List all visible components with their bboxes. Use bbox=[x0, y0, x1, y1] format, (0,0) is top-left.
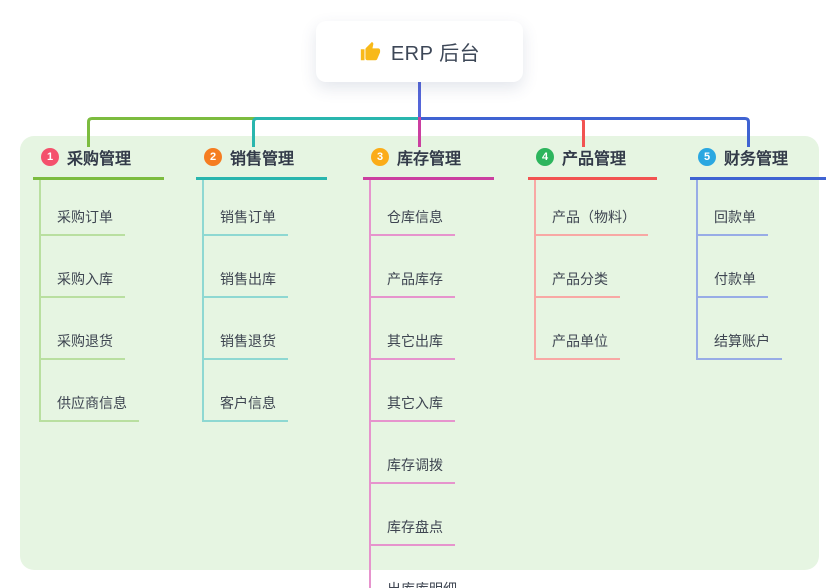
child-node[interactable]: 库存调拨 bbox=[371, 422, 455, 484]
branch-label: 采购管理 bbox=[67, 151, 132, 168]
branch-number-badge: 4 bbox=[536, 148, 554, 166]
root-label: ERP 后台 bbox=[390, 43, 481, 65]
child-node[interactable]: 其它出库 bbox=[371, 298, 455, 360]
branch-children-finance: 回款单 付款单 结算账户 bbox=[696, 180, 782, 360]
branch-sales: 2 销售管理 销售订单 销售出库 销售退货 客户信息 bbox=[196, 145, 327, 422]
child-node[interactable]: 客户信息 bbox=[204, 360, 288, 422]
branch-product: 4 产品管理 产品（物料） 产品分类 产品单位 bbox=[528, 145, 657, 360]
child-node[interactable]: 出库库明细 bbox=[371, 546, 469, 588]
child-node[interactable]: 供应商信息 bbox=[41, 360, 139, 422]
branch-number-badge: 5 bbox=[698, 148, 716, 166]
child-node[interactable]: 其它入库 bbox=[371, 360, 455, 422]
branch-purchase: 1 采购管理 采购订单 采购入库 采购退货 供应商信息 bbox=[33, 145, 164, 422]
branch-title-inventory[interactable]: 3 库存管理 bbox=[363, 145, 494, 180]
child-node[interactable]: 销售订单 bbox=[204, 180, 288, 236]
child-node[interactable]: 销售退货 bbox=[204, 298, 288, 360]
branch-inventory: 3 库存管理 仓库信息 产品库存 其它出库 其它入库 库存调拨 库存盘点 出库库… bbox=[363, 145, 494, 588]
child-node[interactable]: 采购入库 bbox=[41, 236, 125, 298]
child-node[interactable]: 付款单 bbox=[698, 236, 768, 298]
child-node[interactable]: 回款单 bbox=[698, 180, 768, 236]
branch-title-purchase[interactable]: 1 采购管理 bbox=[33, 145, 164, 180]
branch-label: 库存管理 bbox=[397, 151, 462, 168]
child-node[interactable]: 采购订单 bbox=[41, 180, 125, 236]
child-node[interactable]: 仓库信息 bbox=[371, 180, 455, 236]
branch-number-badge: 3 bbox=[371, 148, 389, 166]
branch-title-sales[interactable]: 2 销售管理 bbox=[196, 145, 327, 180]
child-node[interactable]: 产品单位 bbox=[536, 298, 620, 360]
branch-children-inventory: 仓库信息 产品库存 其它出库 其它入库 库存调拨 库存盘点 出库库明细 bbox=[369, 180, 469, 588]
branches-background-panel bbox=[20, 136, 819, 570]
child-node[interactable]: 结算账户 bbox=[698, 298, 782, 360]
branch-label: 销售管理 bbox=[230, 151, 295, 168]
child-node[interactable]: 销售出库 bbox=[204, 236, 288, 298]
branch-children-purchase: 采购订单 采购入库 采购退货 供应商信息 bbox=[39, 180, 139, 422]
child-node[interactable]: 产品库存 bbox=[371, 236, 455, 298]
branch-title-product[interactable]: 4 产品管理 bbox=[528, 145, 657, 180]
child-node[interactable]: 采购退货 bbox=[41, 298, 125, 360]
branch-children-sales: 销售订单 销售出库 销售退货 客户信息 bbox=[202, 180, 288, 422]
branch-finance: 5 财务管理 回款单 付款单 结算账户 bbox=[690, 145, 826, 360]
child-node[interactable]: 库存盘点 bbox=[371, 484, 455, 546]
root-node[interactable]: ERP 后台 bbox=[316, 21, 523, 82]
child-node[interactable]: 产品（物料） bbox=[536, 180, 648, 236]
branch-number-badge: 2 bbox=[204, 148, 222, 166]
child-node[interactable]: 产品分类 bbox=[536, 236, 620, 298]
branch-number-badge: 1 bbox=[41, 148, 59, 166]
branch-label: 财务管理 bbox=[724, 151, 789, 168]
thumbs-up-icon bbox=[359, 41, 381, 63]
branch-title-finance[interactable]: 5 财务管理 bbox=[690, 145, 826, 180]
branch-label: 产品管理 bbox=[562, 151, 627, 168]
branch-children-product: 产品（物料） 产品分类 产品单位 bbox=[534, 180, 648, 360]
